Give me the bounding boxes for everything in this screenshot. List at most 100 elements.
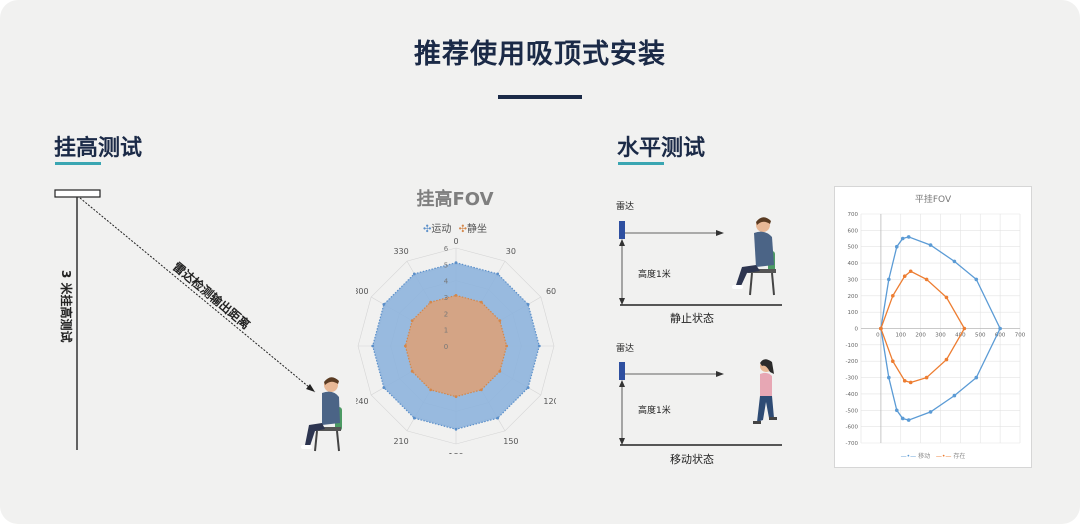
radar-point bbox=[454, 395, 458, 399]
scatter-point bbox=[974, 375, 979, 380]
scatter-point bbox=[952, 259, 957, 264]
scene2-radar-icon bbox=[619, 362, 625, 380]
sitting-person-icon bbox=[732, 217, 776, 296]
scene1-arrowhead bbox=[716, 230, 724, 236]
scatter-point bbox=[902, 379, 907, 383]
ceiling-mount-diagram: 3 米挂高测试 雷达检测输出距离 bbox=[54, 189, 342, 452]
scatter-y-tick-label: -400 bbox=[846, 392, 859, 398]
scatter-point bbox=[887, 375, 891, 380]
radar-r-tick-label: 0 bbox=[444, 343, 448, 351]
radar-r-tick-label: 4 bbox=[444, 278, 449, 286]
radar-point bbox=[371, 344, 375, 348]
radar-point bbox=[526, 302, 530, 306]
scatter-point bbox=[879, 326, 883, 331]
diagonal-label: 雷达检测输出距离 bbox=[170, 259, 253, 332]
scatter-point bbox=[887, 277, 891, 282]
detection-arrowhead bbox=[306, 384, 315, 392]
legend-marker-presence: —•— bbox=[935, 453, 952, 460]
scene1-radar-icon bbox=[619, 221, 625, 239]
scatter-point bbox=[928, 243, 933, 247]
scatter-point bbox=[974, 277, 979, 282]
scatter-point bbox=[928, 410, 933, 414]
radar-r-tick-label: 6 bbox=[444, 245, 449, 253]
scatter-point bbox=[906, 418, 911, 422]
scatter-y-tick-label: 400 bbox=[848, 261, 859, 267]
scatter-y-tick-label: 200 bbox=[848, 294, 859, 300]
section-title-height-test: 挂高测试 bbox=[54, 136, 143, 161]
scatter-point bbox=[908, 269, 913, 274]
scatter-x-tick-label: 200 bbox=[915, 333, 926, 339]
sitting-person-icon bbox=[301, 377, 342, 452]
radar-legend-sitting: 静坐 bbox=[466, 224, 487, 235]
pole-label: 3 米挂高测试 bbox=[59, 270, 74, 343]
scatter-y-tick-label: -700 bbox=[846, 441, 859, 447]
scatter-y-tick-label: 300 bbox=[848, 277, 859, 283]
radar-r-tick-label: 5 bbox=[444, 261, 448, 269]
radar-r-tick-label: 3 bbox=[444, 294, 448, 302]
radar-point bbox=[382, 302, 386, 306]
radar-point bbox=[410, 319, 414, 323]
radar-device-box bbox=[54, 189, 101, 198]
scatter-y-tick-label: 700 bbox=[848, 212, 859, 218]
radar-angle-label: 300 bbox=[356, 287, 369, 296]
radar-point bbox=[498, 319, 502, 323]
scatter-chart: 7006005004003002001000-100-200-300-400-5… bbox=[846, 212, 1026, 447]
scatter-point bbox=[894, 408, 899, 413]
radar-angle-label: 150 bbox=[503, 437, 518, 446]
radar-angle-label: 0 bbox=[453, 237, 458, 246]
scatter-legend-moving: 移动 bbox=[918, 453, 931, 460]
scatter-x-tick-label: 0 bbox=[876, 333, 880, 339]
radar-legend-motion: 运动 bbox=[431, 224, 452, 235]
radar-point bbox=[412, 416, 416, 420]
scatter-y-tick-label: -200 bbox=[846, 359, 859, 365]
radar-point bbox=[496, 416, 500, 420]
scatter-series-presence bbox=[880, 270, 966, 384]
radar-point bbox=[403, 344, 407, 348]
scatter-y-tick-label: -100 bbox=[846, 343, 859, 349]
scene2-state-label: 移动状态 bbox=[670, 452, 714, 466]
radar-angle-label: 330 bbox=[393, 247, 408, 256]
scatter-point bbox=[952, 393, 957, 398]
legend-marker-moving: —•— bbox=[900, 453, 917, 460]
radar-angle-label: 60 bbox=[546, 287, 556, 296]
scatter-x-tick-label: 300 bbox=[935, 333, 946, 339]
scatter-point bbox=[908, 380, 913, 385]
scatter-y-tick-label: -300 bbox=[846, 376, 859, 382]
section-underline-right bbox=[618, 162, 664, 165]
radar-point bbox=[496, 272, 500, 276]
scatter-point bbox=[900, 416, 905, 421]
scene1-radar-label: 雷达 bbox=[616, 200, 634, 212]
radar-r-tick-label: 2 bbox=[444, 310, 448, 318]
radar-point bbox=[498, 369, 502, 373]
radar-point bbox=[412, 272, 416, 276]
scatter-point bbox=[944, 357, 949, 362]
horizontal-test-diagram: 雷达 高度1米 静止状态 雷达 高度1米 移动状态 bbox=[616, 200, 782, 466]
scatter-y-tick-label: 0 bbox=[855, 327, 859, 333]
scatter-point bbox=[894, 244, 899, 249]
scatter-point bbox=[902, 274, 907, 278]
page-title: 推荐使用吸顶式安装 bbox=[414, 39, 666, 70]
radar-point bbox=[479, 388, 483, 392]
scene1-state-label: 静止状态 bbox=[670, 311, 714, 325]
radar-point bbox=[479, 300, 483, 304]
scatter-y-tick-label: 100 bbox=[848, 310, 859, 316]
radar-point bbox=[526, 386, 530, 390]
radar-point bbox=[454, 427, 458, 431]
scene1-height-label: 高度1米 bbox=[638, 268, 671, 280]
scatter-y-tick-label: 500 bbox=[848, 245, 859, 251]
scatter-point bbox=[891, 293, 895, 298]
scatter-point bbox=[924, 375, 929, 380]
scatter-point bbox=[998, 326, 1002, 331]
radar-chart-legend: ✣运动 ✣静坐 bbox=[405, 220, 505, 235]
detection-line bbox=[79, 197, 316, 393]
radar-angle-label: 210 bbox=[393, 437, 408, 446]
radar-angle-label: 120 bbox=[543, 397, 556, 406]
radar-chart: 01234560306090120150180210240270300330 bbox=[356, 237, 556, 454]
scatter-point bbox=[891, 359, 895, 364]
scatter-x-tick-label: 100 bbox=[896, 333, 907, 339]
radar-point bbox=[505, 344, 509, 348]
scene2-radar-label: 雷达 bbox=[616, 342, 634, 354]
scatter-chart-title: 平挂FOV bbox=[914, 195, 952, 205]
scene2-arrowhead bbox=[716, 371, 724, 377]
